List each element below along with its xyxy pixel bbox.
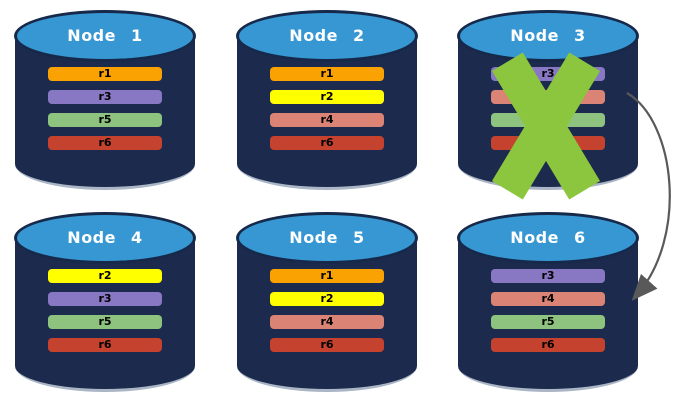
- node-title: Node 4: [67, 227, 143, 247]
- cylinder-top: Node 3: [457, 10, 639, 62]
- node-5: Node 5 r1 r2 r4 r6: [236, 212, 418, 392]
- replica-bar: r5: [48, 315, 162, 329]
- node-title: Node 2: [289, 25, 365, 45]
- replica-bar: r2: [48, 269, 162, 283]
- replica-bar: r6: [270, 338, 384, 352]
- cylinder-top: Node 2: [236, 10, 418, 62]
- replica-list: r3 r4 r5 r6: [491, 67, 605, 159]
- cylinder-top: Node 5: [236, 212, 418, 264]
- replica-list: r1 r2 r4 r6: [270, 269, 384, 361]
- replica-bar: r2: [270, 90, 384, 104]
- cylinder-top: Node 6: [457, 212, 639, 264]
- node-2: Node 2 r1 r2 r4 r6: [236, 10, 418, 190]
- node-title: Node 1: [67, 25, 143, 45]
- replica-bar: r4: [491, 90, 605, 104]
- node-6: Node 6 r3 r4 r5 r6: [457, 212, 639, 392]
- replica-bar: r2: [270, 292, 384, 306]
- replica-bar: r3: [48, 90, 162, 104]
- replica-bar: r6: [48, 136, 162, 150]
- replica-list: r1 r2 r4 r6: [270, 67, 384, 159]
- node-1: Node 1 r1 r3 r5 r6: [14, 10, 196, 190]
- replica-list: r2 r3 r5 r6: [48, 269, 162, 361]
- replica-bar: r1: [270, 269, 384, 283]
- replica-bar: r5: [48, 113, 162, 127]
- replica-bar: r3: [48, 292, 162, 306]
- node-title: Node 6: [510, 227, 586, 247]
- node-4: Node 4 r2 r3 r5 r6: [14, 212, 196, 392]
- replica-bar: r6: [48, 338, 162, 352]
- replica-list: r1 r3 r5 r6: [48, 67, 162, 159]
- node-title: Node 3: [510, 25, 586, 45]
- replica-bar: r1: [48, 67, 162, 81]
- replica-list: r3 r4 r5 r6: [491, 269, 605, 361]
- node-3: Node 3 r3 r4 r5 r6: [457, 10, 639, 200]
- replica-bar: r6: [491, 136, 605, 150]
- replica-bar: r5: [491, 113, 605, 127]
- replica-bar: r4: [270, 113, 384, 127]
- cylinder-top: Node 4: [14, 212, 196, 264]
- cylinder-top: Node 1: [14, 10, 196, 62]
- replica-bar: r4: [491, 292, 605, 306]
- replica-bar: r5: [491, 315, 605, 329]
- node-title: Node 5: [289, 227, 365, 247]
- replica-bar: r1: [270, 67, 384, 81]
- replica-bar: r3: [491, 67, 605, 81]
- replica-bar: r6: [491, 338, 605, 352]
- replica-bar: r6: [270, 136, 384, 150]
- replica-bar: r4: [270, 315, 384, 329]
- replica-bar: r3: [491, 269, 605, 283]
